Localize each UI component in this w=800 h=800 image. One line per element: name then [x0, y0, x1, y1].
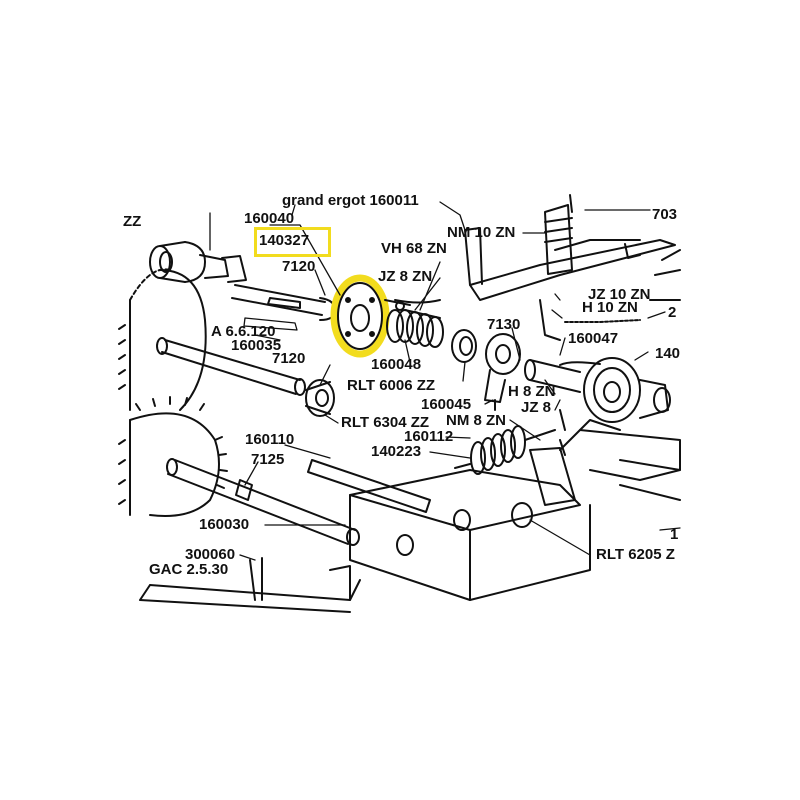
part-label-jz8zn-top: JZ 8 ZN — [378, 268, 433, 285]
bracket-top — [464, 194, 681, 301]
part-label-160048: 160048 — [371, 356, 422, 373]
part-label-jz10zn: JZ 10 ZN — [588, 286, 651, 303]
part-label-7120-mid: 7120 — [272, 350, 306, 367]
saw-blade-lower — [118, 396, 228, 517]
part-label-rlt6304: RLT 6304 ZZ — [341, 414, 430, 431]
leader-lines — [209, 201, 681, 561]
spring-160048 — [386, 309, 444, 348]
bolt-vh68 — [404, 309, 441, 319]
part-label-160045: 160045 — [421, 396, 472, 413]
part-label-140223: 140223 — [371, 443, 422, 460]
part-label-140: 140 — [655, 345, 681, 362]
part-label-703: 703 — [652, 206, 678, 223]
part-label-zz: ZZ — [123, 213, 142, 230]
part-label-160110: 160110 — [245, 431, 295, 448]
part-label-300060: 300060 — [185, 546, 236, 563]
part-label-160112: 160112 — [404, 428, 454, 445]
shaft-160030 — [166, 458, 360, 546]
highlight-box-140327 — [254, 227, 331, 257]
part-label-a66120: A 6.6.120 — [211, 323, 276, 340]
bearing-7120-mid — [305, 379, 335, 417]
part-label-2: 2 — [668, 304, 677, 321]
saw-blade-upper — [118, 268, 207, 411]
shaft-160035 — [156, 337, 306, 396]
part-label-160030: 160030 — [199, 516, 250, 533]
lever-160045 — [484, 333, 521, 403]
part-label-7120-top: 7120 — [282, 258, 316, 275]
part-label-160035: 160035 — [231, 337, 282, 354]
part-label-vh68zn: VH 68 ZN — [381, 240, 447, 257]
part-label-h10zn: H 10 ZN — [582, 299, 638, 316]
part-label-grand-ergot: grand ergot 160011 — [282, 192, 419, 209]
spring-h10zn — [564, 319, 641, 323]
part-label-jz8-mid: JZ 8 — [521, 399, 552, 416]
disc-140327 — [330, 274, 441, 358]
part-label-gac: GAC 2.5.30 — [149, 561, 229, 578]
part-label-nm10zn: NM 10 ZN — [447, 224, 516, 241]
part-label-160040: 160040 — [244, 210, 295, 227]
bearing-6006 — [451, 329, 477, 363]
part-label-1: 1 — [670, 526, 679, 543]
bar-160110 — [307, 459, 431, 513]
part-label-rlt6006: RLT 6006 ZZ — [347, 377, 436, 394]
part-label-rlt6205: RLT 6205 Z — [596, 546, 675, 563]
part-label-160047: 160047 — [568, 330, 619, 347]
part-label-140327: 140327 — [259, 232, 310, 249]
part-label-nm8zn: NM 8 ZN — [446, 412, 506, 429]
part-label-7125: 7125 — [251, 451, 285, 468]
shaft-7130 — [524, 357, 671, 423]
machine-frame — [139, 419, 681, 613]
part-label-h8zn: H 8 ZN — [508, 383, 556, 400]
part-label-7130: 7130 — [487, 316, 521, 333]
